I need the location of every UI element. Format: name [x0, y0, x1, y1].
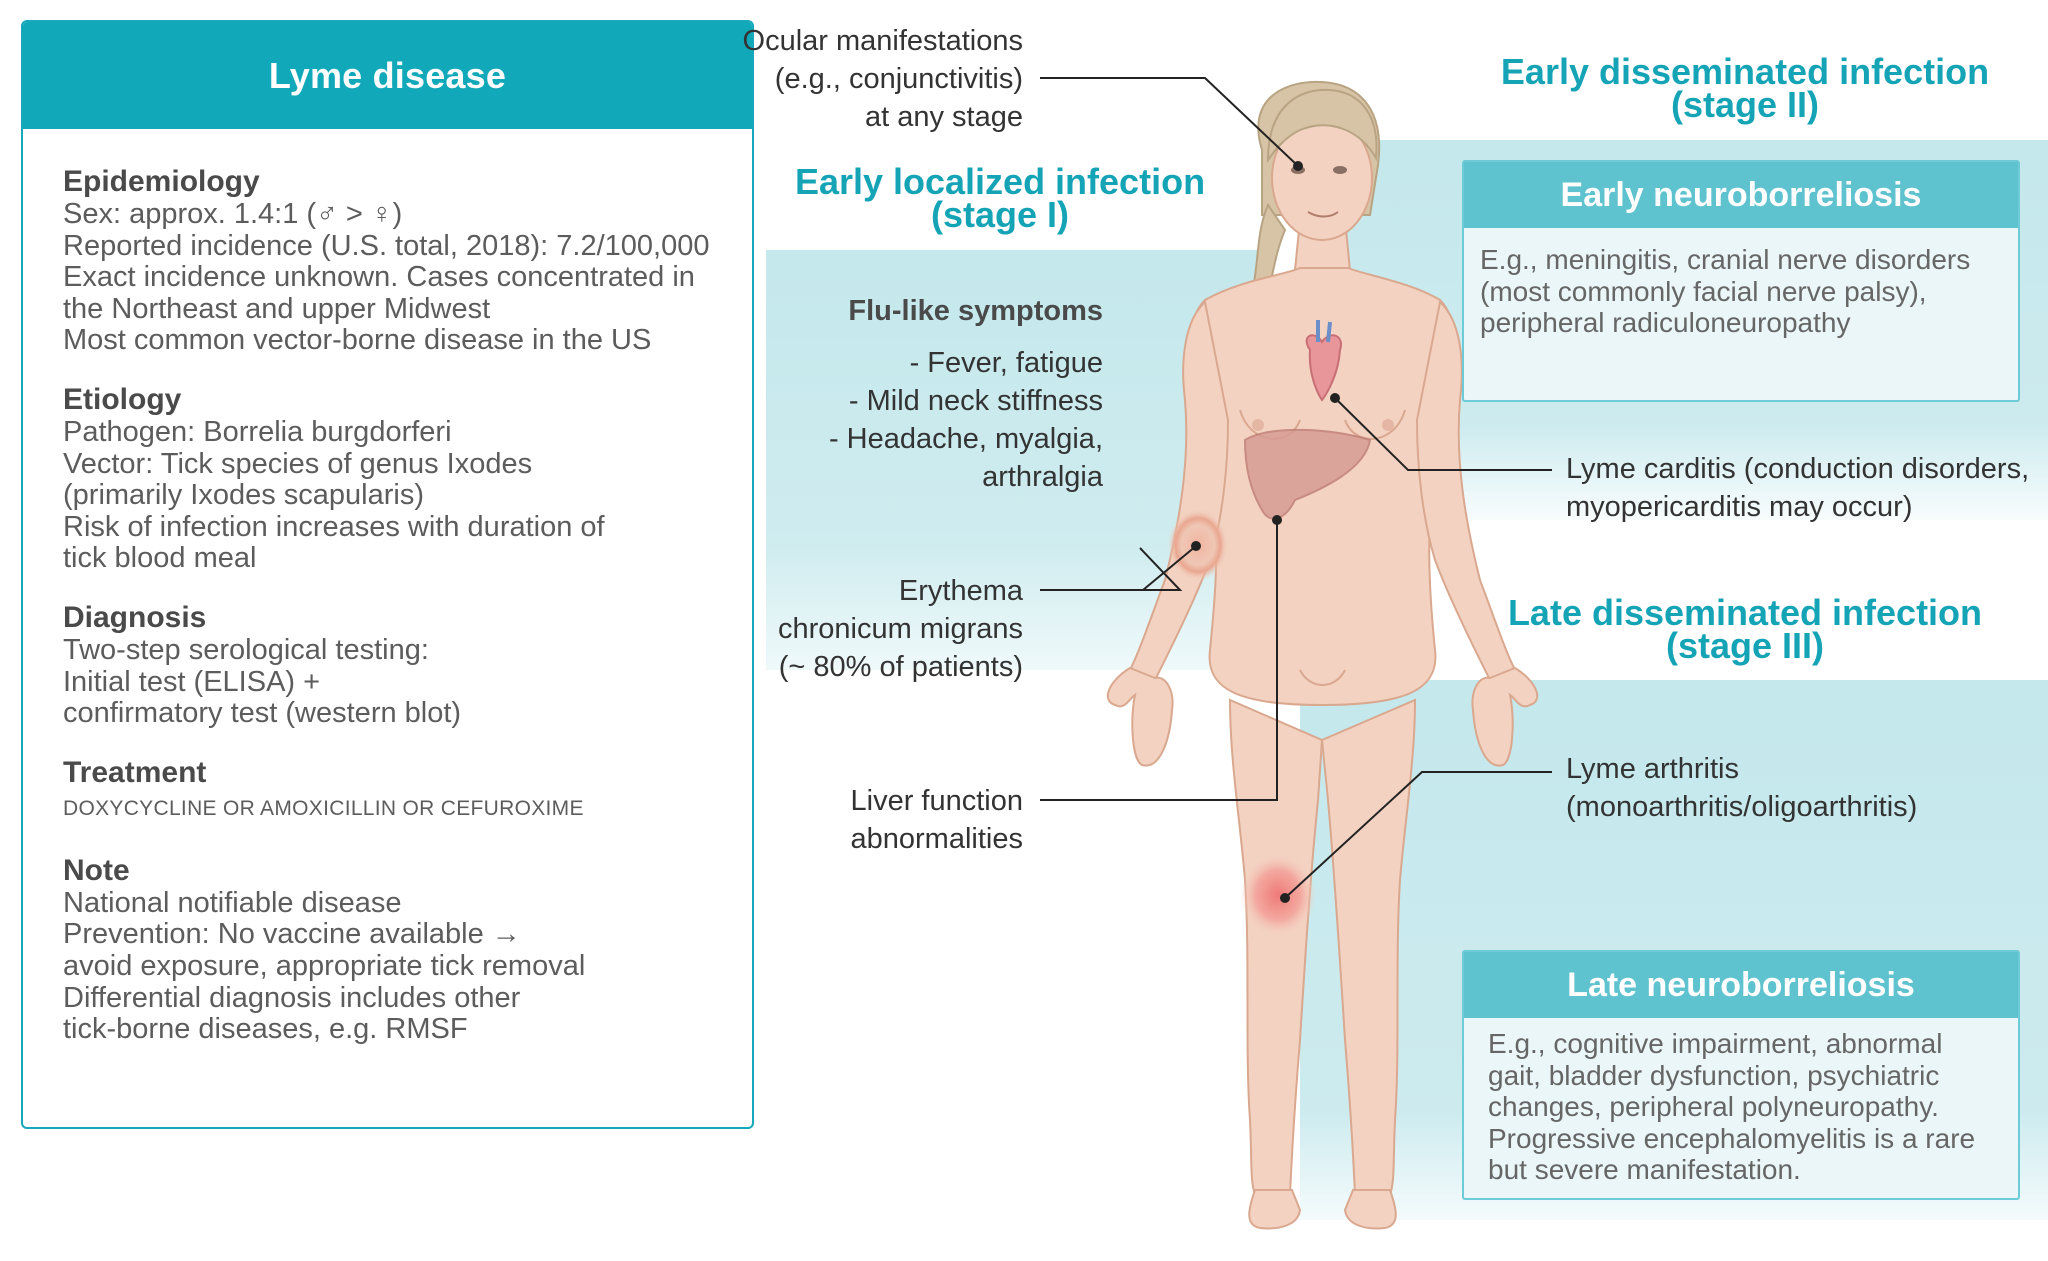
section-line: the Northeast and upper Midwest: [63, 292, 491, 325]
section-line: Differential diagnosis includes other: [63, 981, 521, 1014]
stage1-title-line2: (stage I): [930, 194, 1070, 235]
head: [1266, 88, 1378, 241]
section-line: Initial test (ELISA) +: [63, 665, 321, 698]
carditis-line: myopericarditis may occur): [1566, 491, 1913, 523]
flu-line: - Headache, myalgia,: [828, 423, 1103, 455]
section-line: Sex: approx. 1.4:1 (♂ > ♀): [63, 198, 403, 230]
ocular-line: (e.g., conjunctivitis): [774, 63, 1023, 95]
flu-line: - Fever, fatigue: [909, 347, 1103, 379]
section-diagnosis: Diagnosis Two-step serological testing: …: [63, 601, 752, 730]
section-treatment: Treatment DOXYCYCLINE OR AMOXICILLIN OR …: [63, 756, 752, 828]
flu-line: - Mild neck stiffness: [848, 385, 1103, 417]
section-line: Exact incidence unknown. Cases concentra…: [63, 261, 695, 294]
ocular-label: Ocular manifestations (e.g., conjunctivi…: [743, 22, 1023, 136]
section-heading: Note: [63, 853, 130, 887]
flu-heading: Flu-like symptoms: [848, 295, 1103, 327]
section-heading: Treatment: [63, 755, 207, 789]
section-line: (primarily Ixodes scapularis): [63, 479, 424, 512]
section-line: tick-borne diseases, e.g. RMSF: [63, 1013, 468, 1046]
carditis-line: Lyme carditis (conduction disorders,: [1566, 453, 2030, 485]
late-neuro-line: E.g., cognitive impairment, abnormal: [1488, 1028, 1943, 1059]
arthritis-line: (monoarthritis/oligoarthritis): [1566, 791, 1918, 823]
stage2-title: Early disseminated infection (stage II): [1480, 51, 2010, 125]
liver-line: Liver function: [850, 785, 1024, 817]
late-neuro-line: but severe manifestation.: [1488, 1154, 1801, 1185]
stage3-title-line1: Late disseminated infection: [1507, 592, 1983, 633]
early-neuro-line: peripheral radiculoneuropathy: [1480, 307, 1851, 338]
ocular-line: Ocular manifestations: [742, 25, 1023, 57]
section-line: avoid exposure, appropriate tick removal: [63, 949, 586, 982]
section-line: confirmatory test (western blot): [63, 697, 462, 730]
erythema-line: chronicum migrans: [778, 613, 1023, 645]
inflamed-knee: [1240, 853, 1316, 937]
erythema-line: (~ 80% of patients): [778, 651, 1023, 683]
card-title: Lyme disease: [23, 22, 752, 129]
early-neuro-line: E.g., meningitis, cranial nerve disorder…: [1480, 244, 1971, 275]
heart-organ: [1305, 320, 1342, 402]
flu-line: arthralgia: [982, 461, 1103, 493]
section-line: Reported incidence (U.S. total, 2018): 7…: [63, 229, 710, 262]
liver-organ: [1243, 428, 1372, 520]
stage3-title: Late disseminated infection (stage III): [1490, 592, 2000, 666]
section-heading: Diagnosis: [63, 600, 207, 634]
leader-lines: [1040, 77, 1552, 903]
arthritis-line: Lyme arthritis: [1566, 753, 1739, 785]
section-line: Most common vector-borne disease in the …: [63, 324, 652, 357]
section-epidemiology: Epidemiology Sex: approx. 1.4:1 (♂ > ♀) …: [63, 165, 752, 357]
late-neuro-line: changes, peripheral polyneuropathy.: [1488, 1091, 1939, 1122]
early-neuro-line: (most commonly facial nerve palsy),: [1480, 275, 1927, 307]
ocular-line: at any stage: [865, 101, 1023, 133]
early-neuro-title: Early neuroborreliosis: [1464, 162, 2018, 228]
section-heading: Epidemiology: [63, 165, 260, 198]
section-line: Pathogen: Borrelia burgdorferi: [63, 415, 452, 448]
section-line: Prevention: No vaccine available →: [63, 918, 521, 951]
stage2-title-line2: (stage II): [1670, 84, 1820, 125]
arthritis-label: Lyme arthritis (monoarthritis/oligoarthr…: [1566, 750, 1917, 826]
late-neuro-box: Late neuroborreliosis E.g., cognitive im…: [1462, 950, 2020, 1200]
section-note: Note National notifiable disease Prevent…: [63, 854, 752, 1046]
section-line: Vector: Tick species of genus Ixodes: [63, 447, 533, 480]
erythema-label: Erythema chronicum migrans (~ 80% of pat…: [778, 572, 1023, 686]
liver-label: Liver function abnormalities: [851, 782, 1024, 858]
late-neuro-text: E.g., cognitive impairment, abnormal gai…: [1464, 1018, 2018, 1186]
late-neuro-line: gait, bladder dysfunction, psychiatric: [1488, 1059, 1940, 1091]
stage1-title: Early localized infection (stage I): [780, 161, 1220, 235]
early-neuro-box: Early neuroborreliosis E.g., meningitis,…: [1462, 160, 2020, 402]
section-line: DOXYCYCLINE OR AMOXICILLIN OR CEFUROXIME: [63, 796, 584, 820]
carditis-label: Lyme carditis (conduction disorders, myo…: [1566, 450, 2029, 526]
section-line: Two-step serological testing:: [63, 633, 429, 666]
stage2-title-line1: Early disseminated infection: [1500, 51, 1990, 92]
liver-line: abnormalities: [850, 823, 1023, 855]
flu-symptoms: Flu-like symptoms - Fever, fatigue - Mil…: [829, 292, 1103, 496]
late-neuro-line: Progressive encephalomyelitis is a rare: [1488, 1122, 1976, 1154]
late-neuro-title: Late neuroborreliosis: [1464, 952, 2018, 1018]
section-line: National notifiable disease: [63, 886, 402, 919]
section-line: tick blood meal: [63, 542, 257, 575]
erythema-line: Erythema: [898, 575, 1023, 607]
section-etiology: Etiology Pathogen: Borrelia burgdorferi …: [63, 383, 752, 575]
section-line: Risk of infection increases with duratio…: [63, 510, 605, 543]
stage3-title-line2: (stage III): [1665, 625, 1825, 666]
stage1-title-line1: Early localized infection: [794, 161, 1206, 202]
section-heading: Etiology: [63, 382, 182, 416]
card-body: Epidemiology Sex: approx. 1.4:1 (♂ > ♀) …: [23, 129, 752, 1046]
early-neuro-text: E.g., meningitis, cranial nerve disorder…: [1464, 228, 2018, 339]
info-card: Lyme disease Epidemiology Sex: approx. 1…: [21, 20, 754, 1129]
